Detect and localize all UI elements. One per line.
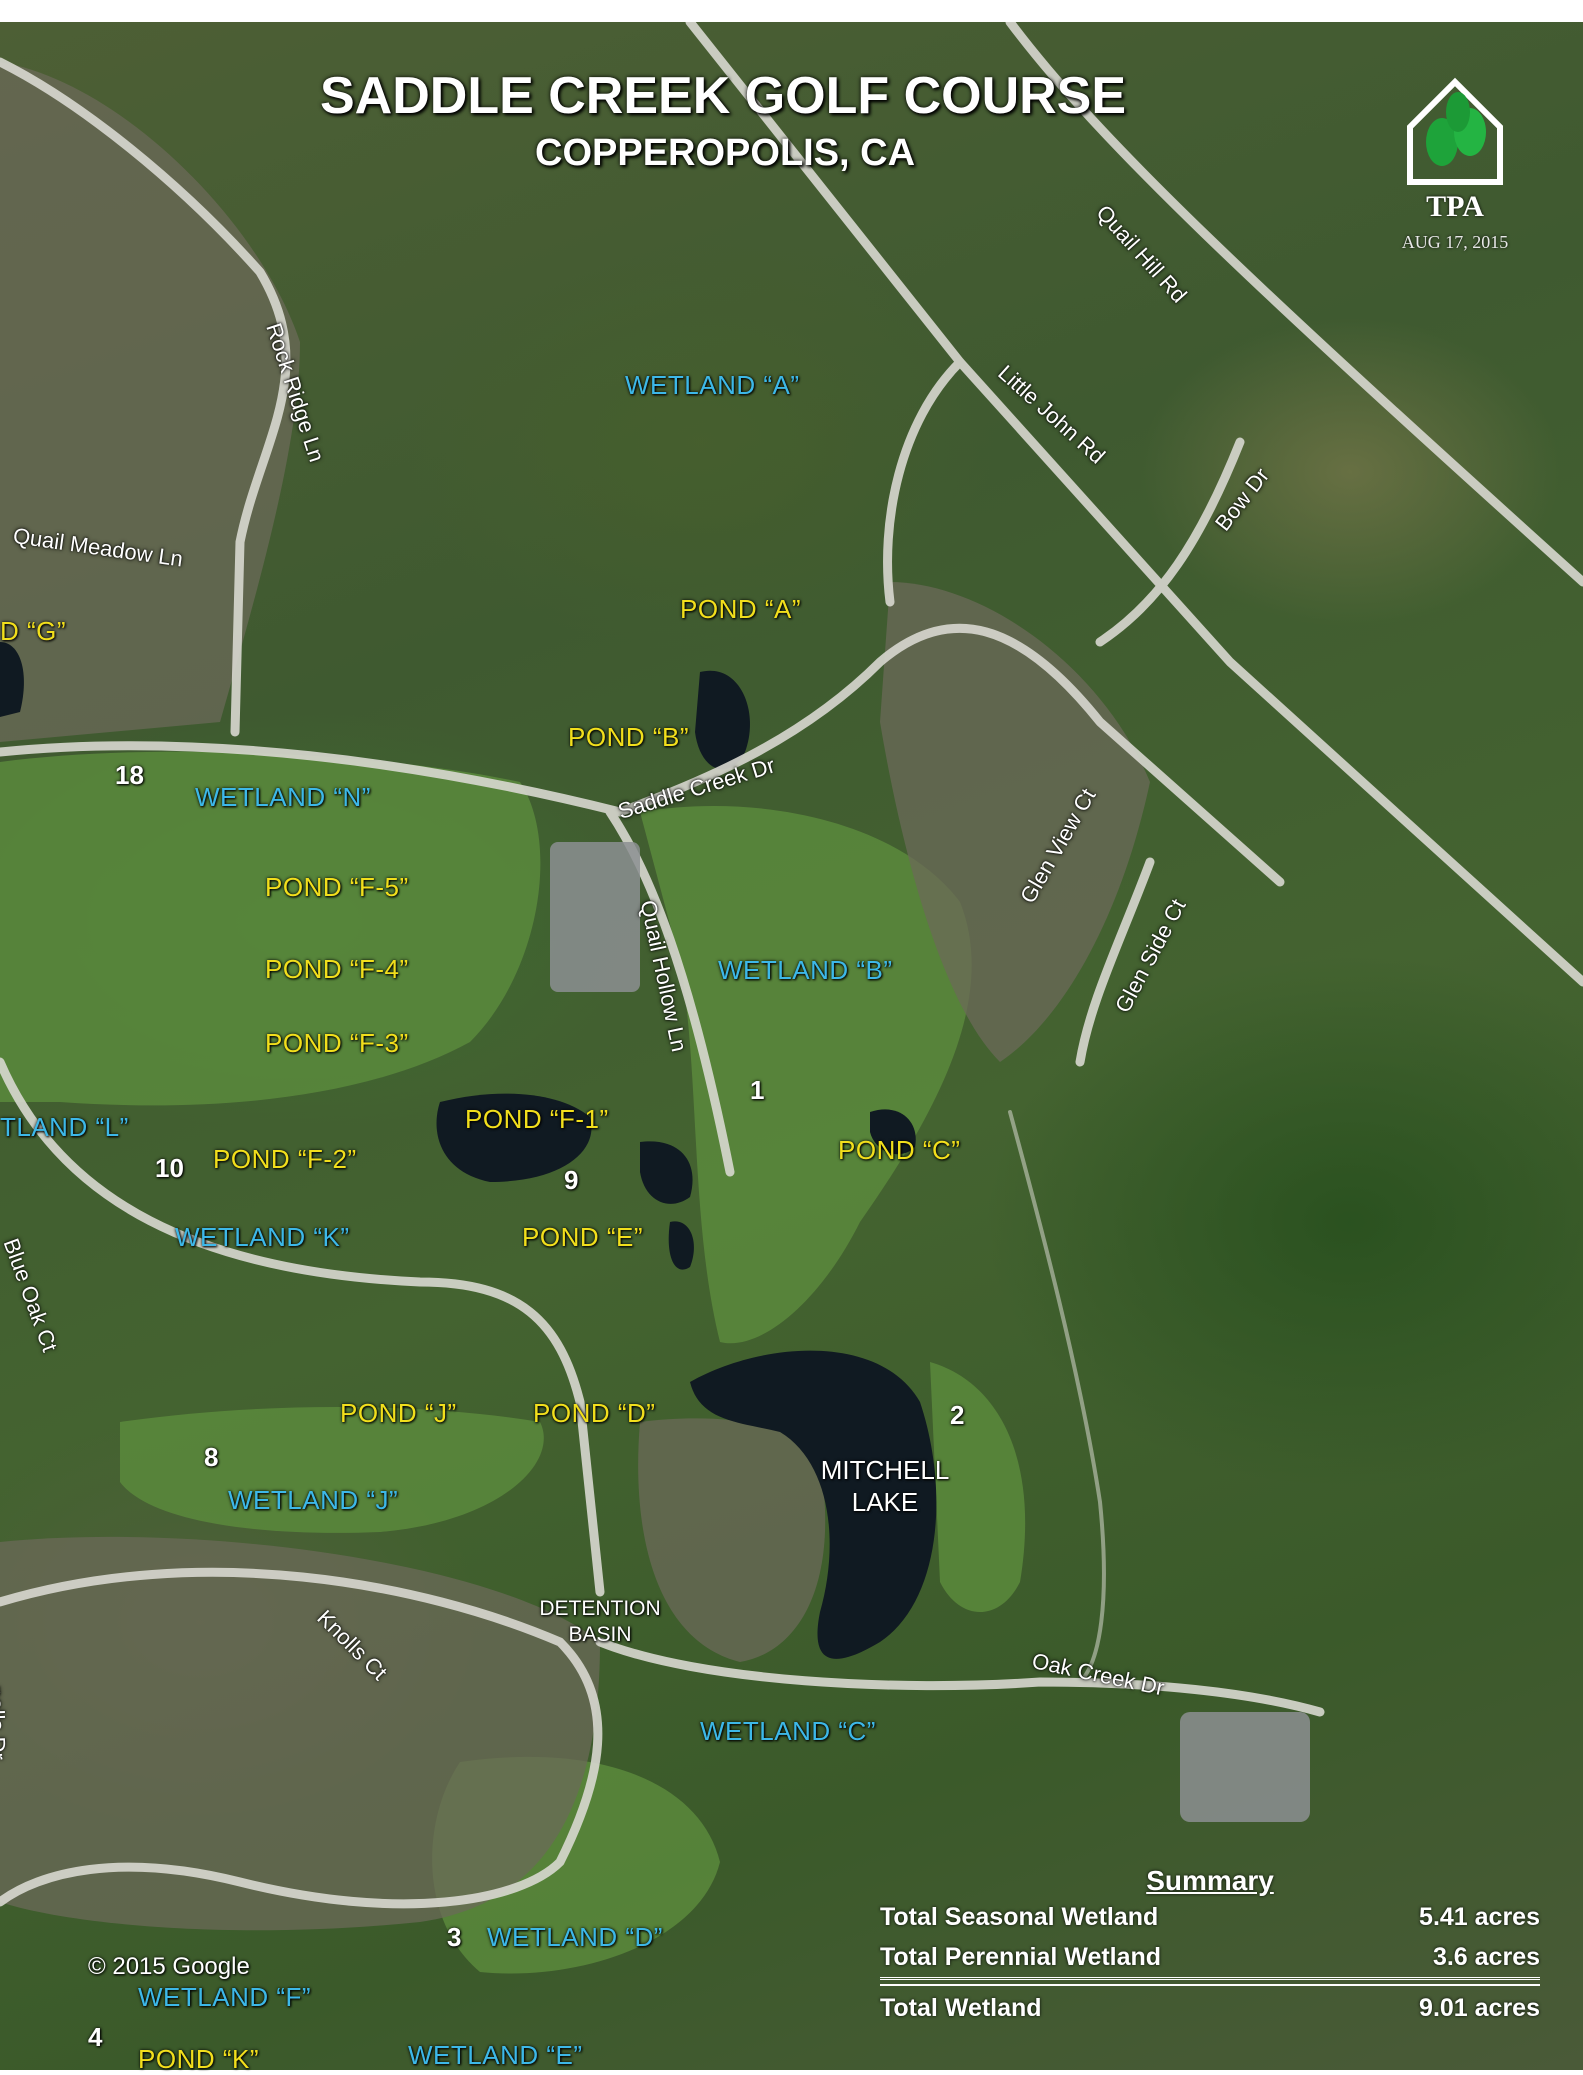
summary-perennial-value: 3.6 acres [1432, 1943, 1540, 1971]
hole-2-label: 2 [950, 1400, 965, 1430]
hole-9-label: 9 [564, 1165, 579, 1195]
road-knolls [0, 1567, 603, 1909]
fairway-1 [640, 806, 972, 1344]
wetland-c-label: WETLAND “C” [700, 1716, 876, 1746]
road-bow [1095, 437, 1245, 647]
summary-row-perennial: Total Perennial Wetland 3.6 acres [880, 1937, 1540, 1977]
wetland-l-label: TLAND “L” [0, 1112, 129, 1142]
maintenance-yard [1180, 1712, 1310, 1822]
pond-e-label: POND “E” [522, 1222, 643, 1252]
summary-heading: Summary [1146, 1865, 1274, 1896]
pond-k-label: POND “K” [138, 2044, 259, 2074]
logo-text: TPA [1426, 190, 1484, 223]
hole-18-label: 18 [115, 760, 144, 790]
wetland-e-label: WETLAND “E” [408, 2040, 583, 2070]
housing-southwest [0, 1536, 600, 1931]
road-pond-a [883, 357, 965, 607]
wetland-b-label: WETLAND “B” [718, 955, 893, 985]
pond-a [695, 670, 750, 770]
summary-total-value: 9.01 acres [1419, 1994, 1540, 2022]
housing-center [638, 1418, 826, 1662]
pond-f1-label: POND “F-1” [465, 1104, 609, 1134]
lake-label-line2: LAKE [851, 1487, 919, 1517]
detention-basin-label: DETENTION BASIN [520, 1596, 680, 1648]
wetland-d-label: WETLAND “D” [487, 1922, 663, 1952]
wetland-n-label: WETLAND “N” [195, 782, 371, 812]
pond-g-label: D “G” [0, 616, 67, 646]
map-title: SADDLE CREEK GOLF COURSE [320, 67, 1127, 125]
road-quail-hollow [605, 807, 735, 1177]
pond-f1b [640, 1141, 693, 1204]
fairway-2 [930, 1362, 1026, 1612]
pond-j-label: POND “J” [340, 1398, 457, 1428]
map-copyright: © 2015 Google [88, 1953, 250, 1980]
tpa-logo: TPA AUG 17, 2015 [1400, 72, 1510, 252]
hole-8-label: 8 [204, 1442, 219, 1472]
house-leaf-icon [1407, 77, 1503, 185]
map-date: AUG 17, 2015 [1401, 232, 1509, 252]
basin-label-line2: BASIN [568, 1623, 632, 1646]
aerial-map: TPA AUG 17, 2015 [0, 22, 1583, 2070]
fairway-18 [0, 751, 541, 1106]
pond-f2-label: POND “F-2” [213, 1144, 357, 1174]
pond-c-label: POND “C” [838, 1135, 961, 1165]
mitchell-lake [690, 1350, 937, 1659]
pond-e [668, 1221, 694, 1270]
road-quail-hill [1005, 22, 1583, 587]
pond-b-label: POND “B” [568, 722, 689, 752]
road-saddle-creek-east [615, 623, 1285, 887]
hole-4-label: 4 [88, 2022, 103, 2052]
pond-a-label: POND “A” [680, 594, 801, 624]
clubhouse [550, 842, 640, 992]
fairway-8 [120, 1407, 544, 1533]
pond-f3-label: POND “F-3” [265, 1028, 409, 1058]
map-subtitle: COPPEROPOLIS, CA [535, 132, 916, 174]
pond-c [870, 1109, 916, 1155]
summary-row-total: Total Wetland 9.01 acres [880, 1988, 1540, 2028]
pond-g [0, 642, 24, 717]
road-saddle-creek-west [0, 741, 625, 817]
hole-10-label: 10 [155, 1153, 184, 1183]
wetland-j-label: WETLAND “J” [228, 1485, 399, 1515]
hole-1-label: 1 [750, 1075, 765, 1105]
wetland-a-label: WETLAND “A” [625, 370, 800, 400]
road-rock-ridge [0, 57, 291, 737]
lake-label-line1: MITCHELL [820, 1455, 950, 1485]
summary-divider [880, 1977, 1540, 1986]
pond-f1 [436, 1093, 592, 1182]
summary-seasonal-value: 5.41 acres [1419, 1903, 1540, 1931]
road-blue-oak-loop [0, 1057, 605, 1597]
road-cartpath-east [1008, 1110, 1106, 1684]
basin-label-line1: DETENTION [539, 1597, 661, 1620]
wetland-f-label: WETLAND “F” [138, 1982, 312, 2012]
road-glen-side [1075, 857, 1155, 1067]
road-oak-creek [595, 1637, 1325, 1717]
hole-3-label: 3 [447, 1922, 462, 1952]
pond-f4-label: POND “F-4” [265, 954, 409, 984]
summary-seasonal-label: Total Seasonal Wetland [880, 1903, 1159, 1931]
map-features [0, 22, 1583, 1974]
summary-total-label: Total Wetland [880, 1994, 1042, 2022]
pond-d-label: POND “D” [533, 1398, 656, 1428]
road-little-john [685, 22, 1583, 987]
wetland-summary: Summary Total Seasonal Wetland 5.41 acre… [880, 1865, 1540, 2028]
mitchell-lake-label: MITCHELL LAKE [805, 1454, 965, 1518]
pond-f5-label: POND “F-5” [265, 872, 409, 902]
wetland-k-label: WETLAND “K” [175, 1222, 350, 1252]
summary-perennial-label: Total Perennial Wetland [880, 1943, 1162, 1971]
summary-row-seasonal: Total Seasonal Wetland 5.41 acres [880, 1897, 1540, 1937]
